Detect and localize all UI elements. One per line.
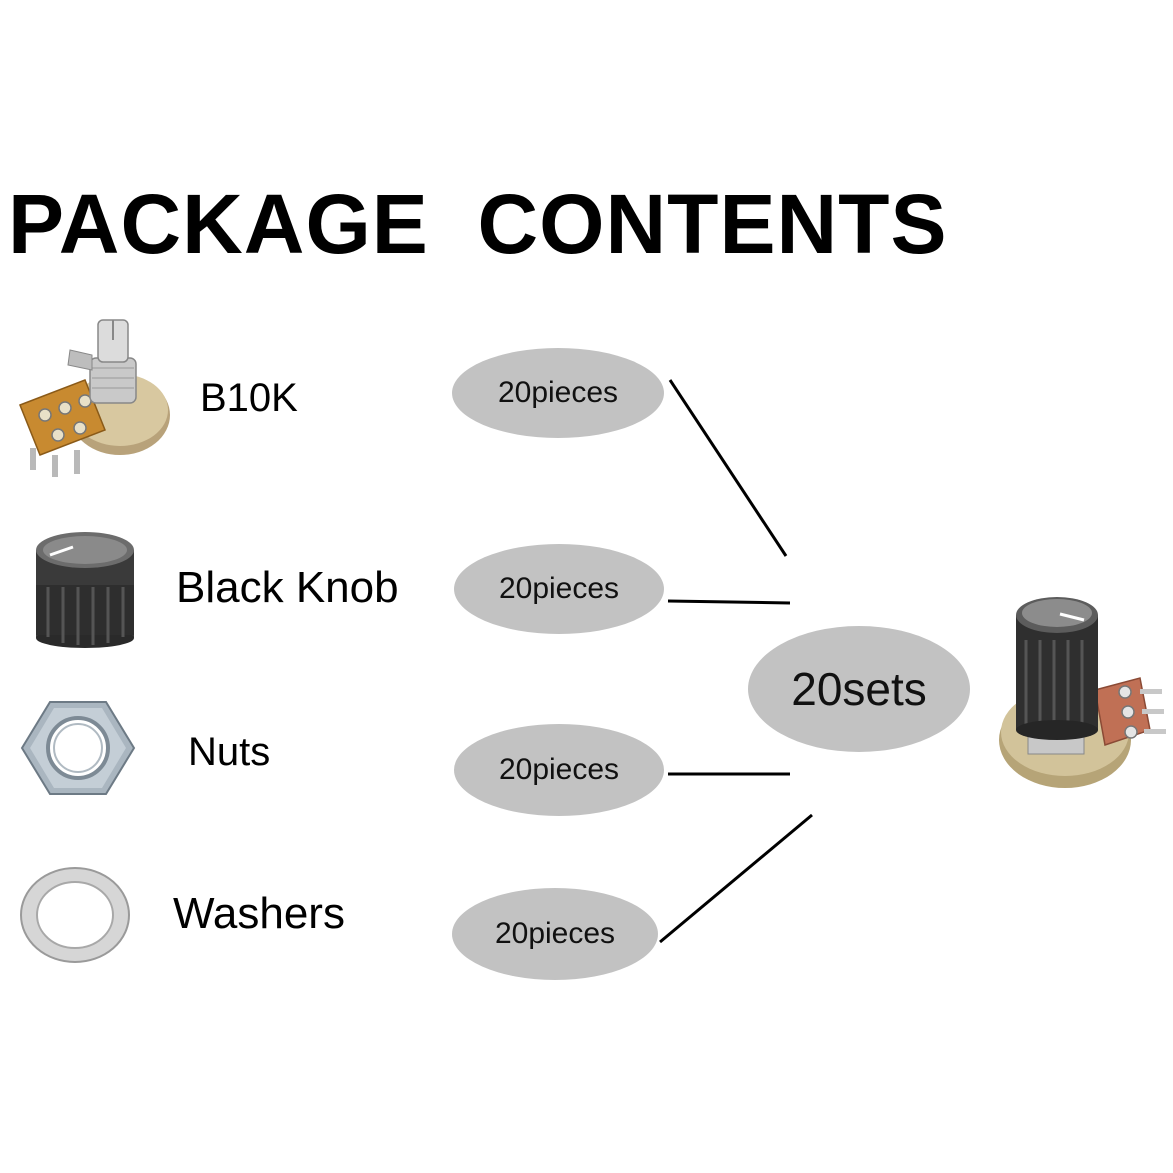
connector-line xyxy=(667,599,791,605)
potentiometer-icon xyxy=(10,310,180,485)
washer-icon xyxy=(18,865,133,965)
quantity-badge: 20pieces xyxy=(452,888,658,980)
quantity-badge: 20pieces xyxy=(454,544,664,634)
item-label: Black Knob xyxy=(176,563,399,612)
item-label: Washers xyxy=(173,889,345,938)
page-title: PACKAGE CONTENTS xyxy=(8,177,948,271)
total-sets-badge: 20sets xyxy=(748,626,970,752)
connector-line xyxy=(659,813,813,944)
item-label: B10K xyxy=(200,376,298,420)
item-label: Nuts xyxy=(188,730,271,774)
assembled-potentiometer-icon xyxy=(990,580,1170,805)
connector-line xyxy=(668,379,788,557)
quantity-badge: 20pieces xyxy=(454,724,664,816)
quantity-badge: 20pieces xyxy=(452,348,664,438)
hex-nut-icon xyxy=(18,698,138,798)
knob-icon xyxy=(28,525,143,650)
